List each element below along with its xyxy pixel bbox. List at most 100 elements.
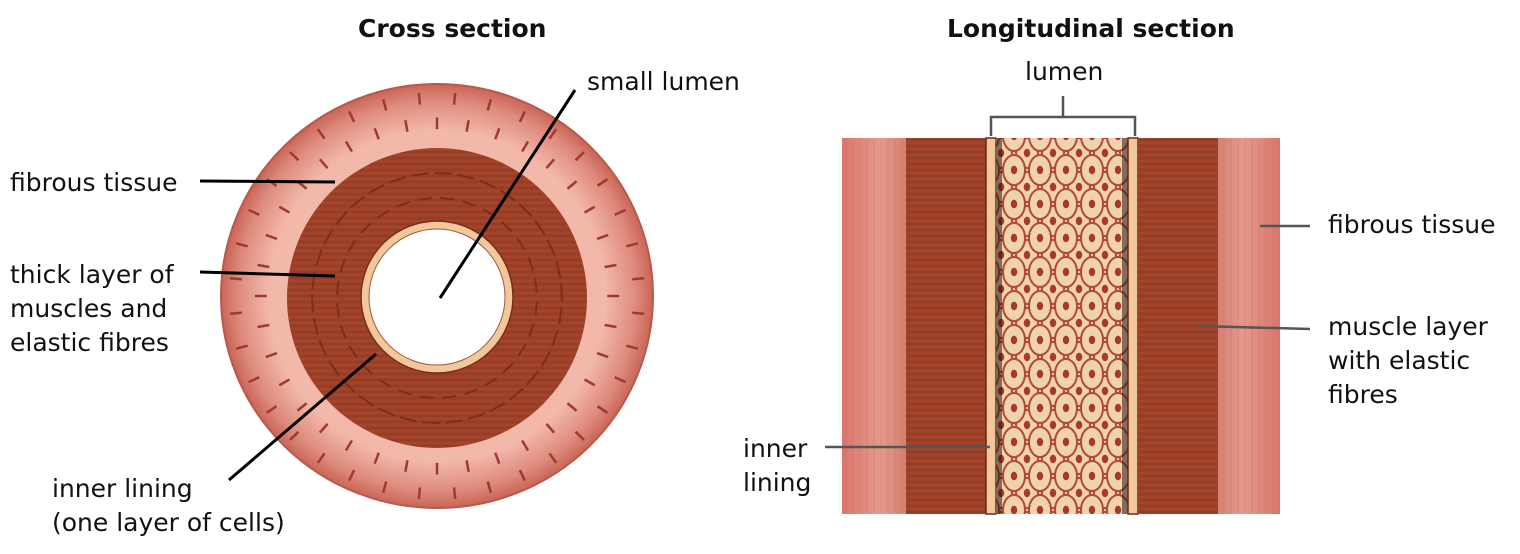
muscle-dash (422, 421, 440, 424)
fibrous-dash (417, 487, 422, 500)
muscle-dash (339, 259, 346, 273)
longitudinal-section-artwork (842, 137, 1280, 515)
fibrous-dash (248, 208, 260, 216)
label-cross-inner-lining: inner lining (one layer of cells) (52, 474, 285, 537)
fibrous-dash (604, 323, 617, 329)
muscle-dash (546, 239, 556, 257)
fibrous-dash (316, 128, 326, 140)
fibrous-dash (404, 460, 409, 472)
longitudinal-section-title: Longitudinal section (947, 14, 1235, 43)
muscle-dash (489, 401, 506, 413)
leader-long-muscle (1197, 324, 1311, 331)
fibrous-dash (348, 110, 356, 123)
muscle-dash (534, 220, 546, 236)
fibrous-dash (518, 110, 526, 123)
muscle-dash (551, 329, 559, 347)
fibrous-dash (632, 311, 645, 315)
fibrous-dash (257, 323, 270, 329)
muscle-dash (328, 360, 340, 376)
muscle-dash (516, 237, 526, 251)
fibrous-dash (596, 405, 609, 414)
long-lumen-edge-left (996, 138, 1002, 514)
muscle-dash (350, 195, 365, 209)
muscle-dash (518, 203, 533, 217)
fibrous-dash (257, 263, 270, 269)
fibrous-dash (278, 378, 291, 387)
fibrous-dash (614, 376, 626, 384)
fibrous-dash (229, 277, 242, 281)
fibrous-dash (596, 351, 609, 359)
muscle-dash (399, 416, 417, 423)
muscle-dash (517, 343, 527, 357)
long-muscle-left (906, 138, 986, 514)
fibrous-dash (548, 128, 558, 140)
muscle-dash (368, 183, 385, 195)
muscle-dash (377, 407, 395, 417)
fibrous-dash (344, 439, 353, 452)
muscle-dash (555, 261, 562, 279)
leader-cross-lining (228, 352, 377, 482)
fibrous-dash (632, 277, 645, 281)
muscle-dash (501, 221, 513, 233)
fibrous-dash (494, 127, 501, 140)
fibrous-dash (417, 92, 422, 105)
muscle-dash (540, 350, 551, 368)
leader-cross-fibrous (199, 179, 336, 184)
muscle-dash (376, 209, 390, 219)
fibrous-dash (583, 378, 596, 387)
label-small-lumen: small lumen (587, 67, 740, 96)
muscle-dash (440, 197, 455, 201)
fibrous-dash (626, 344, 639, 350)
long-lining-left (985, 137, 997, 515)
label-long-muscle-layer: muscle layer with elastic fibres (1328, 312, 1488, 409)
muscle-dash (463, 388, 478, 396)
muscle-dash (509, 387, 524, 401)
fibrous-dash (596, 178, 609, 187)
fibrous-dash (318, 158, 329, 170)
muscle-dash (442, 395, 457, 399)
muscle-dash (336, 303, 340, 318)
muscle-dash (360, 222, 372, 234)
muscle-dash (534, 301, 538, 316)
fibrous-dash (566, 402, 578, 412)
muscle-dash (526, 370, 540, 386)
fibrous-dash (465, 460, 470, 472)
fibrous-dash (518, 469, 526, 482)
fibrous-dash (373, 127, 380, 140)
muscle-dash (558, 306, 563, 325)
muscle-dash (502, 362, 514, 374)
muscle-dash (457, 173, 475, 180)
fibrous-dash (265, 405, 278, 414)
fibrous-dash (316, 452, 326, 464)
leader-lines (199, 89, 577, 482)
muscle-dash (318, 339, 328, 357)
long-fibrous-left (842, 138, 906, 514)
fibrous-dash (521, 439, 530, 452)
fibrous-dash (548, 452, 558, 464)
fibrous-dash (265, 233, 278, 241)
fibrous-dash (265, 351, 278, 359)
fibrous-dash (235, 242, 248, 248)
muscle-dash (323, 228, 334, 246)
fibrous-dash (521, 140, 530, 153)
fibrous-dash (235, 344, 248, 350)
label-cross-muscle-layer: thick layer of muscles and elastic fibre… (10, 260, 174, 357)
label-long-inner-lining: inner lining (743, 434, 812, 497)
fibrous-dash (494, 452, 501, 465)
muscle-dash (311, 294, 314, 313)
muscle-dash (336, 280, 340, 295)
muscle-dash (560, 283, 563, 302)
muscle-dash (411, 172, 429, 177)
fibrous-dash (296, 402, 308, 412)
muscle-dash (479, 179, 497, 189)
muscle-dash (467, 412, 485, 421)
muscle-dash (484, 377, 498, 387)
cross-fibrous-dashes (229, 92, 645, 500)
fibrous-dash (452, 92, 457, 105)
fibrous-dash (566, 180, 578, 190)
fibrous-dash (278, 205, 291, 214)
fibrous-dash (574, 430, 585, 441)
long-lumen-edge-right (1122, 138, 1128, 514)
